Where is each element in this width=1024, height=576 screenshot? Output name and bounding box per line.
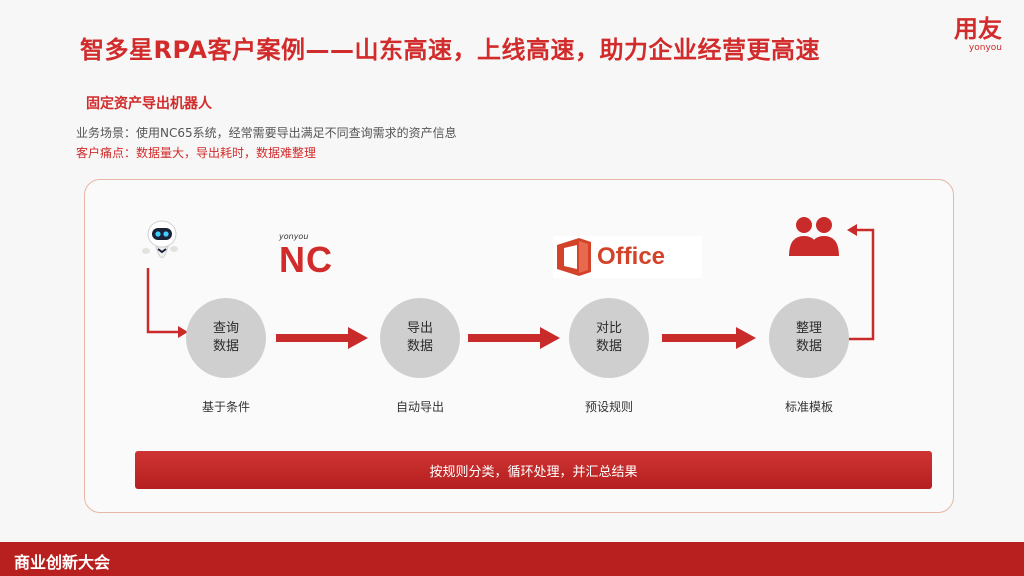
robot-icon: [142, 220, 178, 258]
step-label: 预设规则: [584, 400, 633, 414]
loop-summary-bar: 按规则分类，循环处理，并汇总结果: [135, 451, 932, 489]
section-subtitle: 固定资产导出机器人: [86, 96, 212, 112]
office-logo: Office: [553, 236, 702, 278]
yonyou-logo: 用友 yonyou: [954, 16, 1002, 53]
office-logo-text: Office: [597, 243, 666, 270]
page-title: 智多星RPA客户案例——山东高速，上线高速，助力企业经营更高速: [80, 36, 820, 64]
step-line: 数据: [212, 339, 239, 354]
arrow-right-icon: [468, 327, 560, 349]
step-line: 查询: [212, 321, 239, 336]
connector-start: [146, 268, 188, 338]
footer-text: 商业创新大会: [14, 553, 111, 572]
nc-logo: yonyou NC: [279, 232, 333, 279]
users-icon: [789, 217, 839, 256]
logo-en-text: yonyou: [968, 43, 1002, 53]
arrow-right-icon: [276, 327, 368, 349]
pain-point-text: 客户痛点：数据量大，导出耗时，数据难整理: [76, 146, 317, 160]
step-label: 自动导出: [395, 400, 444, 414]
step-label: 标准模板: [784, 400, 833, 414]
nc-logo-small: yonyou: [279, 232, 309, 241]
nc-logo-text: NC: [279, 239, 333, 280]
step-line: 导出: [406, 321, 433, 336]
step-compare-data: 对比 数据: [569, 298, 649, 378]
step-export-data: 导出 数据: [380, 298, 460, 378]
step-organize-data: 整理 数据: [769, 298, 849, 378]
footer-bar: 商业创新大会: [0, 542, 1024, 576]
step-label: 基于条件: [201, 400, 250, 414]
arrow-right-icon: [662, 327, 756, 349]
step-line: 数据: [406, 339, 433, 354]
step-line: 数据: [795, 339, 822, 354]
connector-end: [845, 224, 875, 341]
step-line: 数据: [595, 339, 622, 354]
step-line: 整理: [795, 321, 822, 336]
logo-cn-text: 用友: [954, 15, 1002, 43]
step-line: 对比: [595, 321, 622, 336]
office-icon: [557, 238, 591, 276]
step-query-data: 查询 数据: [186, 298, 266, 378]
business-scene-text: 业务场景：使用NC65系统，经常需要导出满足不同查询需求的资产信息: [76, 126, 457, 140]
